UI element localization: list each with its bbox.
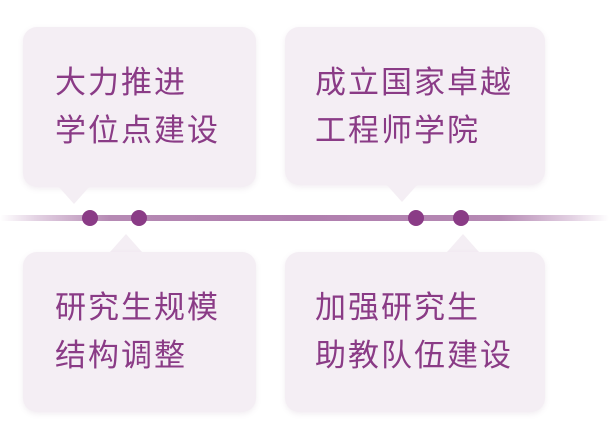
card-bottom-left-text: 研究生规模 结构调整 [55,284,246,380]
timeline-dot-1 [82,210,98,226]
card-bottom-left-pointer [110,234,142,252]
card-top-left-line-2: 学位点建设 [55,113,220,149]
card-top-left-text: 大力推进 学位点建设 [55,59,246,155]
card-bottom-left-line-2: 结构调整 [55,338,187,374]
card-bottom-right-text: 加强研究生 助教队伍建设 [315,284,535,380]
card-top-right-line-2: 工程师学院 [315,113,480,149]
card-top-right: 成立国家卓越 工程师学院 [285,27,545,185]
timeline-dot-3 [408,210,424,226]
card-bottom-left-line-1: 研究生规模 [55,290,220,326]
card-top-right-pointer [386,184,418,202]
card-top-left-pointer [58,186,90,204]
timeline-dot-2 [131,210,147,226]
card-bottom-right: 加强研究生 助教队伍建设 [285,252,545,412]
card-bottom-right-pointer [447,234,479,252]
card-bottom-left: 研究生规模 结构调整 [23,252,256,412]
card-bottom-right-line-1: 加强研究生 [315,290,480,326]
card-top-left: 大力推进 学位点建设 [23,27,256,187]
timeline-line [0,215,609,221]
card-bottom-right-line-2: 助教队伍建设 [315,338,513,374]
card-top-right-text: 成立国家卓越 工程师学院 [315,59,535,155]
timeline-dot-4 [453,210,469,226]
card-top-left-line-1: 大力推进 [55,65,187,101]
card-top-right-line-1: 成立国家卓越 [315,65,513,101]
